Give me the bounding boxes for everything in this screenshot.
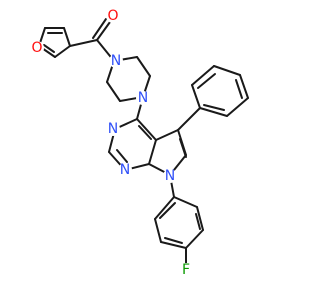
pyrrole-nitrogen-label: N (165, 168, 175, 184)
fluorine-label: F (182, 262, 190, 278)
fluorophenyl-ring (154, 174, 204, 265)
atom-labels: O O N N N N N F (30, 8, 193, 278)
furan-ring (38, 27, 71, 58)
piperazine-nitrogen-bottom-label: N (138, 90, 148, 106)
pyrimidine-nitrogen-lower-label: N (120, 162, 130, 178)
molecule-structure: O O N N N N N F (30, 8, 249, 278)
molecule-diagram: O O N N N N N F (30, 8, 249, 278)
piperazine-nitrogen-top-label: N (111, 53, 121, 69)
pyrimidine-nitrogen-upper-label: N (108, 121, 118, 137)
carbonyl-oxygen-label: O (107, 8, 118, 24)
phenyl-ring (177, 65, 249, 131)
carbonyl-group (69, 18, 115, 62)
furan-oxygen-label: O (31, 40, 42, 56)
